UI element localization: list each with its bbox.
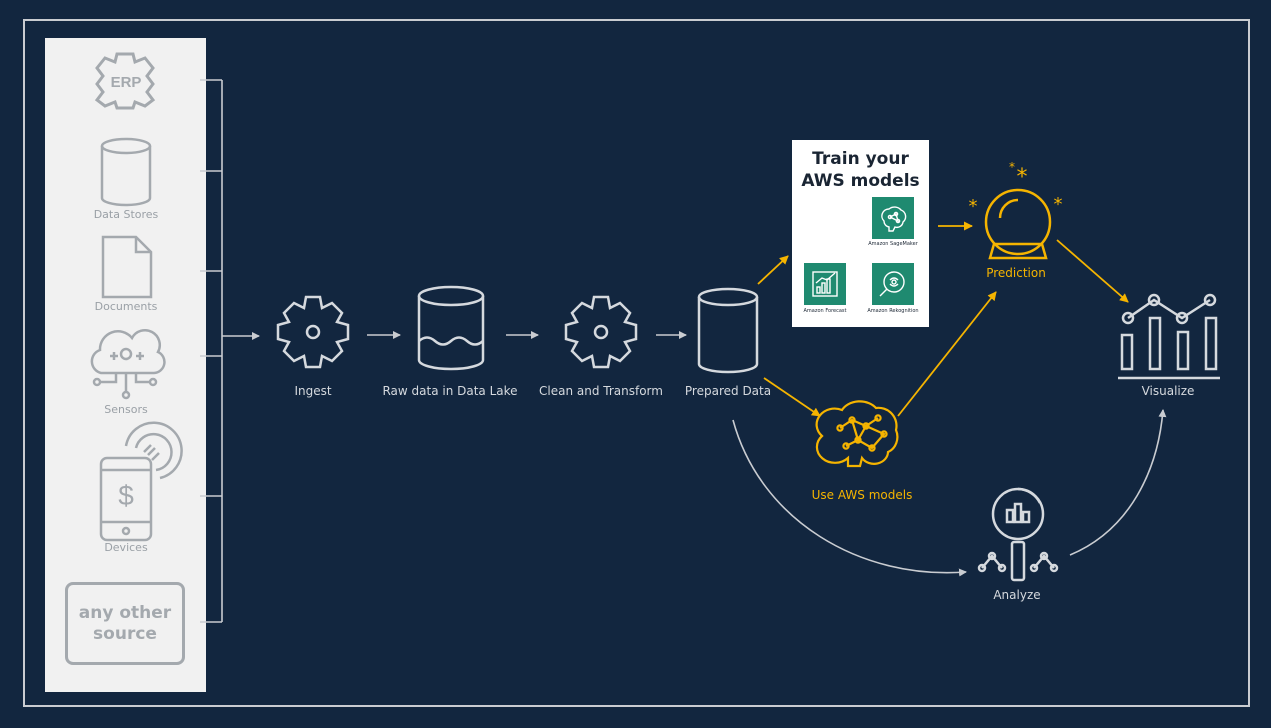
transform-gear-icon: [564, 295, 638, 369]
brain-network-icon: [815, 400, 899, 468]
arrow-prepared-train: [757, 255, 789, 285]
document-icon: [101, 235, 153, 299]
use-models-label: Use AWS models: [811, 488, 913, 502]
data-lake-icon: [417, 285, 485, 371]
rekognition-icon: [872, 263, 914, 305]
clean-transform-label: Clean and Transform: [539, 384, 663, 398]
train-models-card: Train your AWS models Amazon SageMaker A…: [792, 140, 929, 327]
arrow-analyze-visualize: [1069, 409, 1167, 556]
sagemaker-label: Amazon SageMaker: [868, 241, 918, 247]
prediction-label: Prediction: [986, 266, 1046, 280]
any-other-source-box: any other source: [65, 582, 185, 665]
analyze-label: Analyze: [993, 588, 1041, 602]
data-stores-label: Data Stores: [93, 208, 159, 221]
arrow-use-prediction: [897, 291, 997, 417]
svg-text:*: *: [1009, 160, 1015, 174]
sensor-cloud-icon: [90, 328, 166, 400]
prepared-data-label: Prepared Data: [684, 384, 772, 398]
gear-icon: [94, 52, 156, 110]
magnifier-analytics-icon: [977, 487, 1059, 582]
arrow-prediction-visualize: [1056, 239, 1129, 303]
raw-data-label: Raw data in Data Lake: [382, 384, 518, 398]
arrow-prepared-use: [763, 377, 821, 417]
forecast-icon: [804, 263, 846, 305]
documents-label: Documents: [94, 300, 158, 313]
ingest-gear-icon: [276, 295, 350, 369]
svg-text:*: *: [1054, 194, 1063, 215]
erp-label: ERP: [111, 74, 142, 91]
any-other-source-line2: source: [93, 623, 157, 644]
mobile-device-icon: [99, 421, 183, 542]
sensors-label: Sensors: [104, 403, 148, 416]
sagemaker-icon: [872, 197, 914, 239]
visualize-label: Visualize: [1141, 384, 1195, 398]
crystal-ball-icon: [984, 188, 1052, 260]
ingest-label: Ingest: [294, 384, 332, 398]
rekognition-label: Amazon Rekognition: [867, 308, 919, 314]
sparkle-icon: * * * *: [969, 160, 1063, 217]
svg-text:*: *: [1017, 165, 1028, 190]
svg-text:*: *: [969, 196, 978, 217]
database-icon: [100, 137, 152, 207]
bar-line-chart-icon: [1118, 293, 1220, 380]
train-models-title: Train your AWS models: [801, 149, 920, 191]
dollar-symbol: $: [118, 480, 134, 511]
source-bracket: [200, 79, 260, 623]
devices-label: Devices: [104, 541, 148, 554]
forecast-label: Amazon Forecast: [803, 308, 847, 314]
diagram-frame: [23, 19, 1250, 707]
prepared-data-icon: [697, 287, 759, 374]
any-other-source-line1: any other: [78, 602, 172, 623]
arrow-prepared-analyze: [732, 419, 967, 577]
